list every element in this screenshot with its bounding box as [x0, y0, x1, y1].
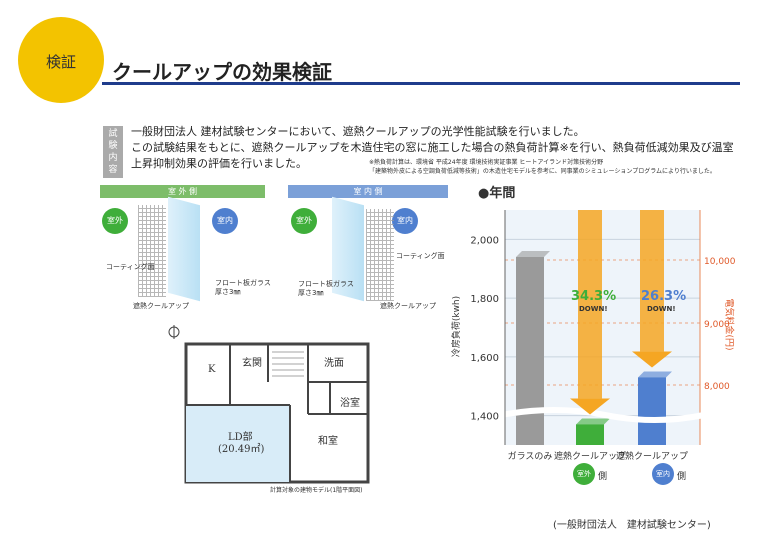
- y2-tick-label: 9,000: [704, 320, 730, 330]
- down-arrow-shaft: [640, 210, 664, 352]
- bar: [638, 377, 666, 445]
- compass-icon: [168, 325, 180, 339]
- intro-text: 一般財団法人 建材試験センターにおいて、遮熱クールアップの光学性能試験を行いまし…: [131, 124, 741, 172]
- test-content-tag: 試験内容: [103, 126, 123, 178]
- down-arrow-head: [570, 398, 610, 415]
- x-tick-label: 遮熱クールアップ: [554, 450, 626, 462]
- y2-tick-label: 10,000: [704, 257, 736, 267]
- outdoor-circle: 室外: [102, 208, 128, 234]
- diagram-outside-band: 室 外 側: [100, 185, 265, 198]
- coating-label: コーティング面: [106, 263, 155, 271]
- diagram-inside: 室 内 側 室外 室内 コーティング面 フロート板ガラス 厚さ3㎜ 遮熱クールア…: [288, 185, 448, 310]
- glass-thickness-label: 厚さ3㎜: [215, 288, 241, 296]
- room-k: K: [208, 364, 216, 375]
- intro-line-2: この試験結果をもとに、遮熱クールアップを木造住宅の窓に施工した場合の熱負荷計算※…: [131, 141, 734, 154]
- bar: [516, 257, 544, 445]
- indoor-circle: 室内: [212, 208, 238, 234]
- y2-tick-label: 8,000: [704, 382, 730, 392]
- page-title: クールアップの効果検証: [112, 60, 332, 84]
- room-bath: 浴室: [340, 398, 360, 409]
- room-ld: LD部: [228, 432, 253, 443]
- calc-note-line-1: ※熱負荷計算は、環境省 平成24年度 環境技術実証事業 ヒートアイランド対策技術…: [369, 159, 604, 166]
- room-japanese: 和室: [318, 436, 338, 447]
- x-tick-label: 遮熱クールアップ: [616, 450, 688, 462]
- side-suffix-outdoor: 側: [598, 472, 608, 482]
- outdoor-circle: 室外: [291, 208, 317, 234]
- bar-top: [638, 371, 672, 378]
- room-entrance: 玄関: [242, 358, 262, 369]
- intro-line-3: 上昇抑制効果の評価を行いました。: [131, 157, 307, 170]
- y2-axis-label: 電気料金(円): [723, 298, 734, 351]
- y-tick-label: 1,800: [470, 294, 499, 305]
- diagram-outside: 室 外 側 室外 室内 コーティング面 フロート板ガラス 厚さ3㎜ 遮熱クールア…: [100, 185, 271, 310]
- section-badge: 検証: [18, 17, 104, 103]
- reduction-down-blue: DOWN!: [647, 305, 676, 313]
- x-tick-label: ガラスのみ: [508, 451, 553, 462]
- bar: [576, 424, 604, 445]
- side-badge-outdoor: 室外: [573, 463, 595, 485]
- glass-label: フロート板ガラス: [215, 279, 271, 287]
- title-divider: [102, 82, 740, 85]
- down-arrow-head: [632, 351, 672, 368]
- room-wash: 洗面: [324, 358, 344, 369]
- film-mesh-icon: [366, 209, 394, 301]
- reduction-pct-blue: 26.3%: [641, 289, 687, 304]
- ld-room-fill: [186, 405, 290, 482]
- side-badge-indoor: 室内: [652, 463, 674, 485]
- floor-plan: [168, 325, 370, 484]
- side-suffix-indoor: 側: [677, 472, 687, 482]
- film-mesh-icon: [138, 205, 166, 297]
- reduction-down-green: DOWN!: [579, 305, 608, 313]
- y-axis-label: 冷房負荷(kwh): [452, 295, 463, 358]
- y-tick-label: 1,400: [470, 412, 499, 423]
- chart-title: ●年間: [478, 186, 516, 201]
- film-label: 遮熱クールアップ: [380, 302, 436, 310]
- bar-top: [576, 418, 610, 425]
- glass-label: フロート板ガラス: [298, 280, 354, 288]
- y-tick-label: 1,600: [470, 353, 499, 364]
- room-ld-area: (20.49㎡): [218, 444, 265, 455]
- reduction-pct-green: 34.3%: [571, 289, 617, 304]
- film-label: 遮熱クールアップ: [133, 302, 189, 310]
- calc-note-line-2: 「建築物外皮による空調負荷低減等技術」の木造住宅モデルを参考に、同事業のシミュレ…: [369, 168, 716, 175]
- indoor-circle: 室内: [392, 208, 418, 234]
- section-badge-label: 検証: [45, 53, 76, 71]
- diagram-inside-band: 室 内 側: [288, 185, 448, 198]
- floor-plan-caption: 計算対象の建物モデル(1階平面図): [270, 487, 363, 494]
- test-content-tag-text: 試験内容: [108, 129, 118, 175]
- down-arrow-shaft: [578, 210, 602, 399]
- coating-label: コーティング面: [396, 252, 445, 260]
- source-credit: (一般財団法人 建材試験センター): [553, 520, 711, 531]
- cooling-load-chart: 1,400 1,600 1,800 2,000 8,000 9,000 10,000 ガラスの…: [470, 210, 736, 462]
- bar-top: [516, 251, 550, 257]
- calc-note: ※熱負荷計算は、環境省 平成24年度 環境技術実証事業 ヒートアイランド対策技術…: [369, 158, 716, 176]
- glass-pane-icon: [168, 196, 200, 302]
- glass-thickness-label: 厚さ3㎜: [298, 289, 324, 297]
- axis-break: [500, 407, 705, 423]
- y-tick-label: 2,000: [470, 235, 499, 246]
- intro-line-1: 一般財団法人 建材試験センターにおいて、遮熱クールアップの光学性能試験を行いまし…: [131, 125, 585, 138]
